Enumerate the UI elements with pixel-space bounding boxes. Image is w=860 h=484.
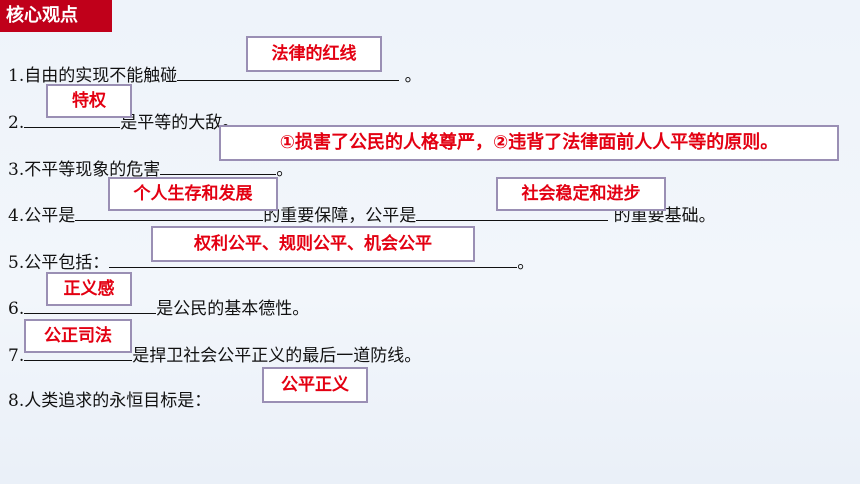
item-5-text: 5.公平包括： (8, 253, 110, 273)
section-tag: 核心观点 (0, 0, 112, 32)
answer-1: 法律的红线 (246, 36, 382, 72)
answer-5: 权利公平、规则公平、机会公平 (151, 226, 475, 262)
item-8: 8.人类追求的永恒目标是： (8, 390, 211, 412)
item-6: 6. 是公民的基本德性。 (8, 296, 309, 320)
answer-3: ①损害了公民的人格尊严，②违背了法律面前人人平等的原则。 (219, 125, 839, 161)
item-1-text: 1.自由的实现不能触碰 (8, 66, 178, 86)
item-4-text: 4.公平是 (8, 206, 76, 226)
item-7-tail: 是捍卫社会公平正义的最后一道防线。 (132, 346, 422, 366)
blank-5[interactable] (109, 250, 518, 268)
item-2: 2. 是平等的大敌。 (8, 110, 239, 134)
blank-2[interactable] (24, 110, 121, 128)
item-3-text: 3.不平等现象的危害 (8, 160, 161, 180)
item-6-tail: 是公民的基本德性。 (156, 299, 310, 319)
blank-4a[interactable] (75, 203, 264, 221)
item-1: 1.自由的实现不能触碰 。 (8, 63, 422, 87)
item-2-tail: 是平等的大敌。 (120, 113, 240, 133)
blank-4b[interactable] (416, 203, 609, 221)
blank-7[interactable] (24, 343, 133, 361)
item-4-mid: 的重要保障，公平是 (263, 206, 417, 226)
blank-1[interactable] (177, 63, 400, 81)
answer-4a: 个人生存和发展 (108, 177, 278, 211)
item-7: 7. 是捍卫社会公平正义的最后一道防线。 (8, 343, 421, 367)
item-3-tail: 。 (276, 160, 294, 180)
item-3: 3.不平等现象的危害 。 (8, 157, 293, 181)
item-8-text: 8.人类追求的永恒目标是： (8, 391, 212, 411)
item-5-tail: 。 (517, 253, 535, 273)
item-5: 5.公平包括： 。 (8, 250, 534, 274)
answer-4b: 社会稳定和进步 (496, 177, 666, 211)
item-4-tail: 的重要基础。 (608, 206, 716, 226)
answer-6: 正义感 (46, 272, 132, 306)
item-1-tail: 。 (399, 66, 422, 86)
answer-7: 公正司法 (24, 319, 132, 353)
item-6-text: 6. (8, 299, 25, 319)
blank-3[interactable] (160, 157, 277, 175)
answer-8: 公平正义 (262, 367, 368, 403)
item-2-text: 2. (8, 113, 25, 133)
item-7-text: 7. (8, 346, 25, 366)
answer-2: 特权 (46, 84, 132, 118)
item-4: 4.公平是 的重要保障，公平是 的重要基础。 (8, 203, 716, 227)
blank-6[interactable] (24, 296, 157, 314)
